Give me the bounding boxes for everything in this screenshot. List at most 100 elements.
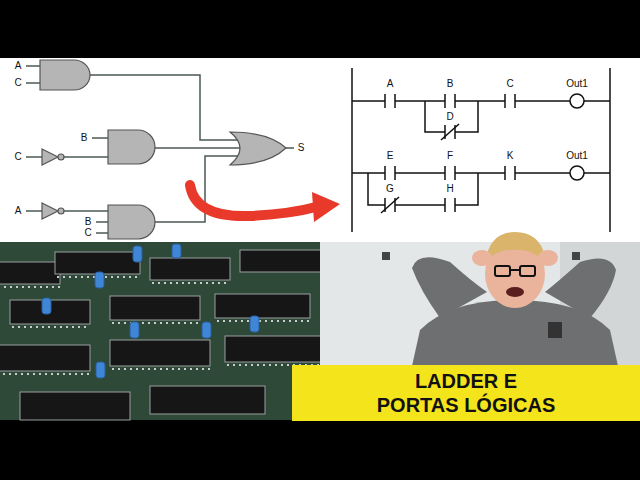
not-bubble	[58, 208, 64, 214]
signal-label: G	[386, 183, 394, 195]
signal-label: A	[15, 205, 22, 217]
signal-label: C	[506, 78, 513, 90]
ladder-diagram	[352, 100, 385, 102]
ladder-diagram	[609, 68, 611, 232]
and-gate	[108, 130, 155, 164]
signal-label: Out1	[566, 150, 588, 162]
ladder-diagram	[384, 94, 386, 108]
presenter-photo	[510, 269, 520, 271]
ladder-diagram	[395, 172, 445, 174]
logic-gates	[26, 82, 40, 84]
logic-gates	[26, 156, 42, 158]
logic-gates	[26, 65, 40, 67]
title-band: LADDER E PORTAS LÓGICAS	[292, 365, 640, 421]
pcb-photo	[95, 272, 104, 288]
ladder-diagram	[570, 94, 584, 108]
logic-gates	[155, 147, 240, 149]
pcb-photo	[172, 244, 181, 258]
ladder-diagram	[455, 172, 505, 174]
signal-label: F	[447, 150, 453, 162]
title-text: LADDER E PORTAS LÓGICAS	[374, 369, 559, 417]
pcb-photo	[225, 336, 325, 362]
logic-gates	[96, 232, 108, 234]
ladder-diagram	[425, 101, 445, 132]
not-gate	[42, 203, 58, 219]
ladder-diagram	[395, 100, 445, 102]
pcb-photo	[202, 322, 211, 338]
pcb-photo	[20, 392, 130, 420]
pcb-photo	[152, 282, 230, 284]
ladder-diagram	[570, 166, 584, 180]
pcb-photo	[215, 294, 310, 318]
ladder-diagram	[504, 166, 506, 180]
not-gate	[42, 149, 58, 165]
presenter-photo	[495, 266, 510, 276]
pcb-photo	[112, 368, 210, 370]
presenter-photo	[412, 257, 487, 318]
signal-label: E	[387, 150, 394, 162]
ladder-diagram	[351, 68, 353, 232]
pcb-photo	[240, 250, 325, 272]
logic-gates	[64, 156, 108, 158]
ladder-diagram	[515, 100, 570, 102]
red-arrow	[190, 185, 316, 216]
red-arrow	[190, 185, 340, 222]
pcb-photo	[0, 262, 60, 284]
signal-label: B	[447, 78, 454, 90]
pcb-photo	[130, 322, 139, 338]
pcb-photo	[42, 298, 51, 314]
signal-label: B	[81, 132, 88, 144]
ladder-diagram	[515, 172, 570, 174]
pcb-photo	[0, 277, 320, 374]
presenter-photo	[548, 322, 562, 338]
presenter-photo	[538, 250, 558, 266]
presenter-photo	[545, 258, 616, 318]
ladder-diagram	[584, 100, 610, 102]
ladder-diagram	[444, 166, 446, 180]
presenter-photo	[506, 287, 524, 297]
presenter-photo	[520, 266, 535, 276]
pcb-photo	[133, 246, 142, 262]
signal-label: H	[446, 183, 453, 195]
pcb-photo	[150, 258, 230, 280]
pcb-photo	[55, 252, 140, 274]
ladder-diagram	[455, 100, 505, 102]
logic-gates	[26, 66, 294, 233]
pcb-photo	[0, 242, 325, 420]
pcb-photo	[0, 250, 325, 420]
signal-label: B	[85, 216, 92, 228]
pcb-photo	[110, 296, 200, 320]
signal-label: C	[14, 77, 21, 89]
pcb-photo	[42, 244, 259, 378]
presenter-photo	[472, 250, 492, 266]
ladder-diagram	[444, 94, 446, 108]
presenter-photo	[485, 232, 546, 262]
pcb-photo	[110, 340, 210, 366]
pcb-photo	[0, 373, 90, 375]
and-gate	[108, 205, 155, 239]
red-arrow	[312, 192, 340, 222]
pcb-photo	[112, 322, 200, 324]
pcb-photo	[0, 286, 60, 288]
ladder-diagram	[455, 173, 478, 205]
signal-label: A	[15, 60, 22, 72]
pcb-photo	[0, 345, 90, 371]
ladder-diagram	[395, 204, 445, 206]
logic-gates	[64, 210, 108, 212]
ladder-diagram	[504, 94, 506, 108]
signal-label: S	[298, 142, 305, 154]
pcb-photo	[12, 326, 90, 328]
signal-label: Out1	[566, 78, 588, 90]
ladder-diagram	[368, 173, 385, 205]
signal-label: D	[446, 111, 453, 123]
not-bubble	[58, 154, 64, 160]
pcb-photo	[217, 320, 310, 322]
signal-label: K	[507, 150, 514, 162]
presenter-photo	[382, 252, 390, 260]
signal-label: C	[84, 227, 91, 239]
pcb-photo	[250, 316, 259, 332]
signal-label: A	[387, 78, 394, 90]
logic-gates	[26, 210, 42, 212]
